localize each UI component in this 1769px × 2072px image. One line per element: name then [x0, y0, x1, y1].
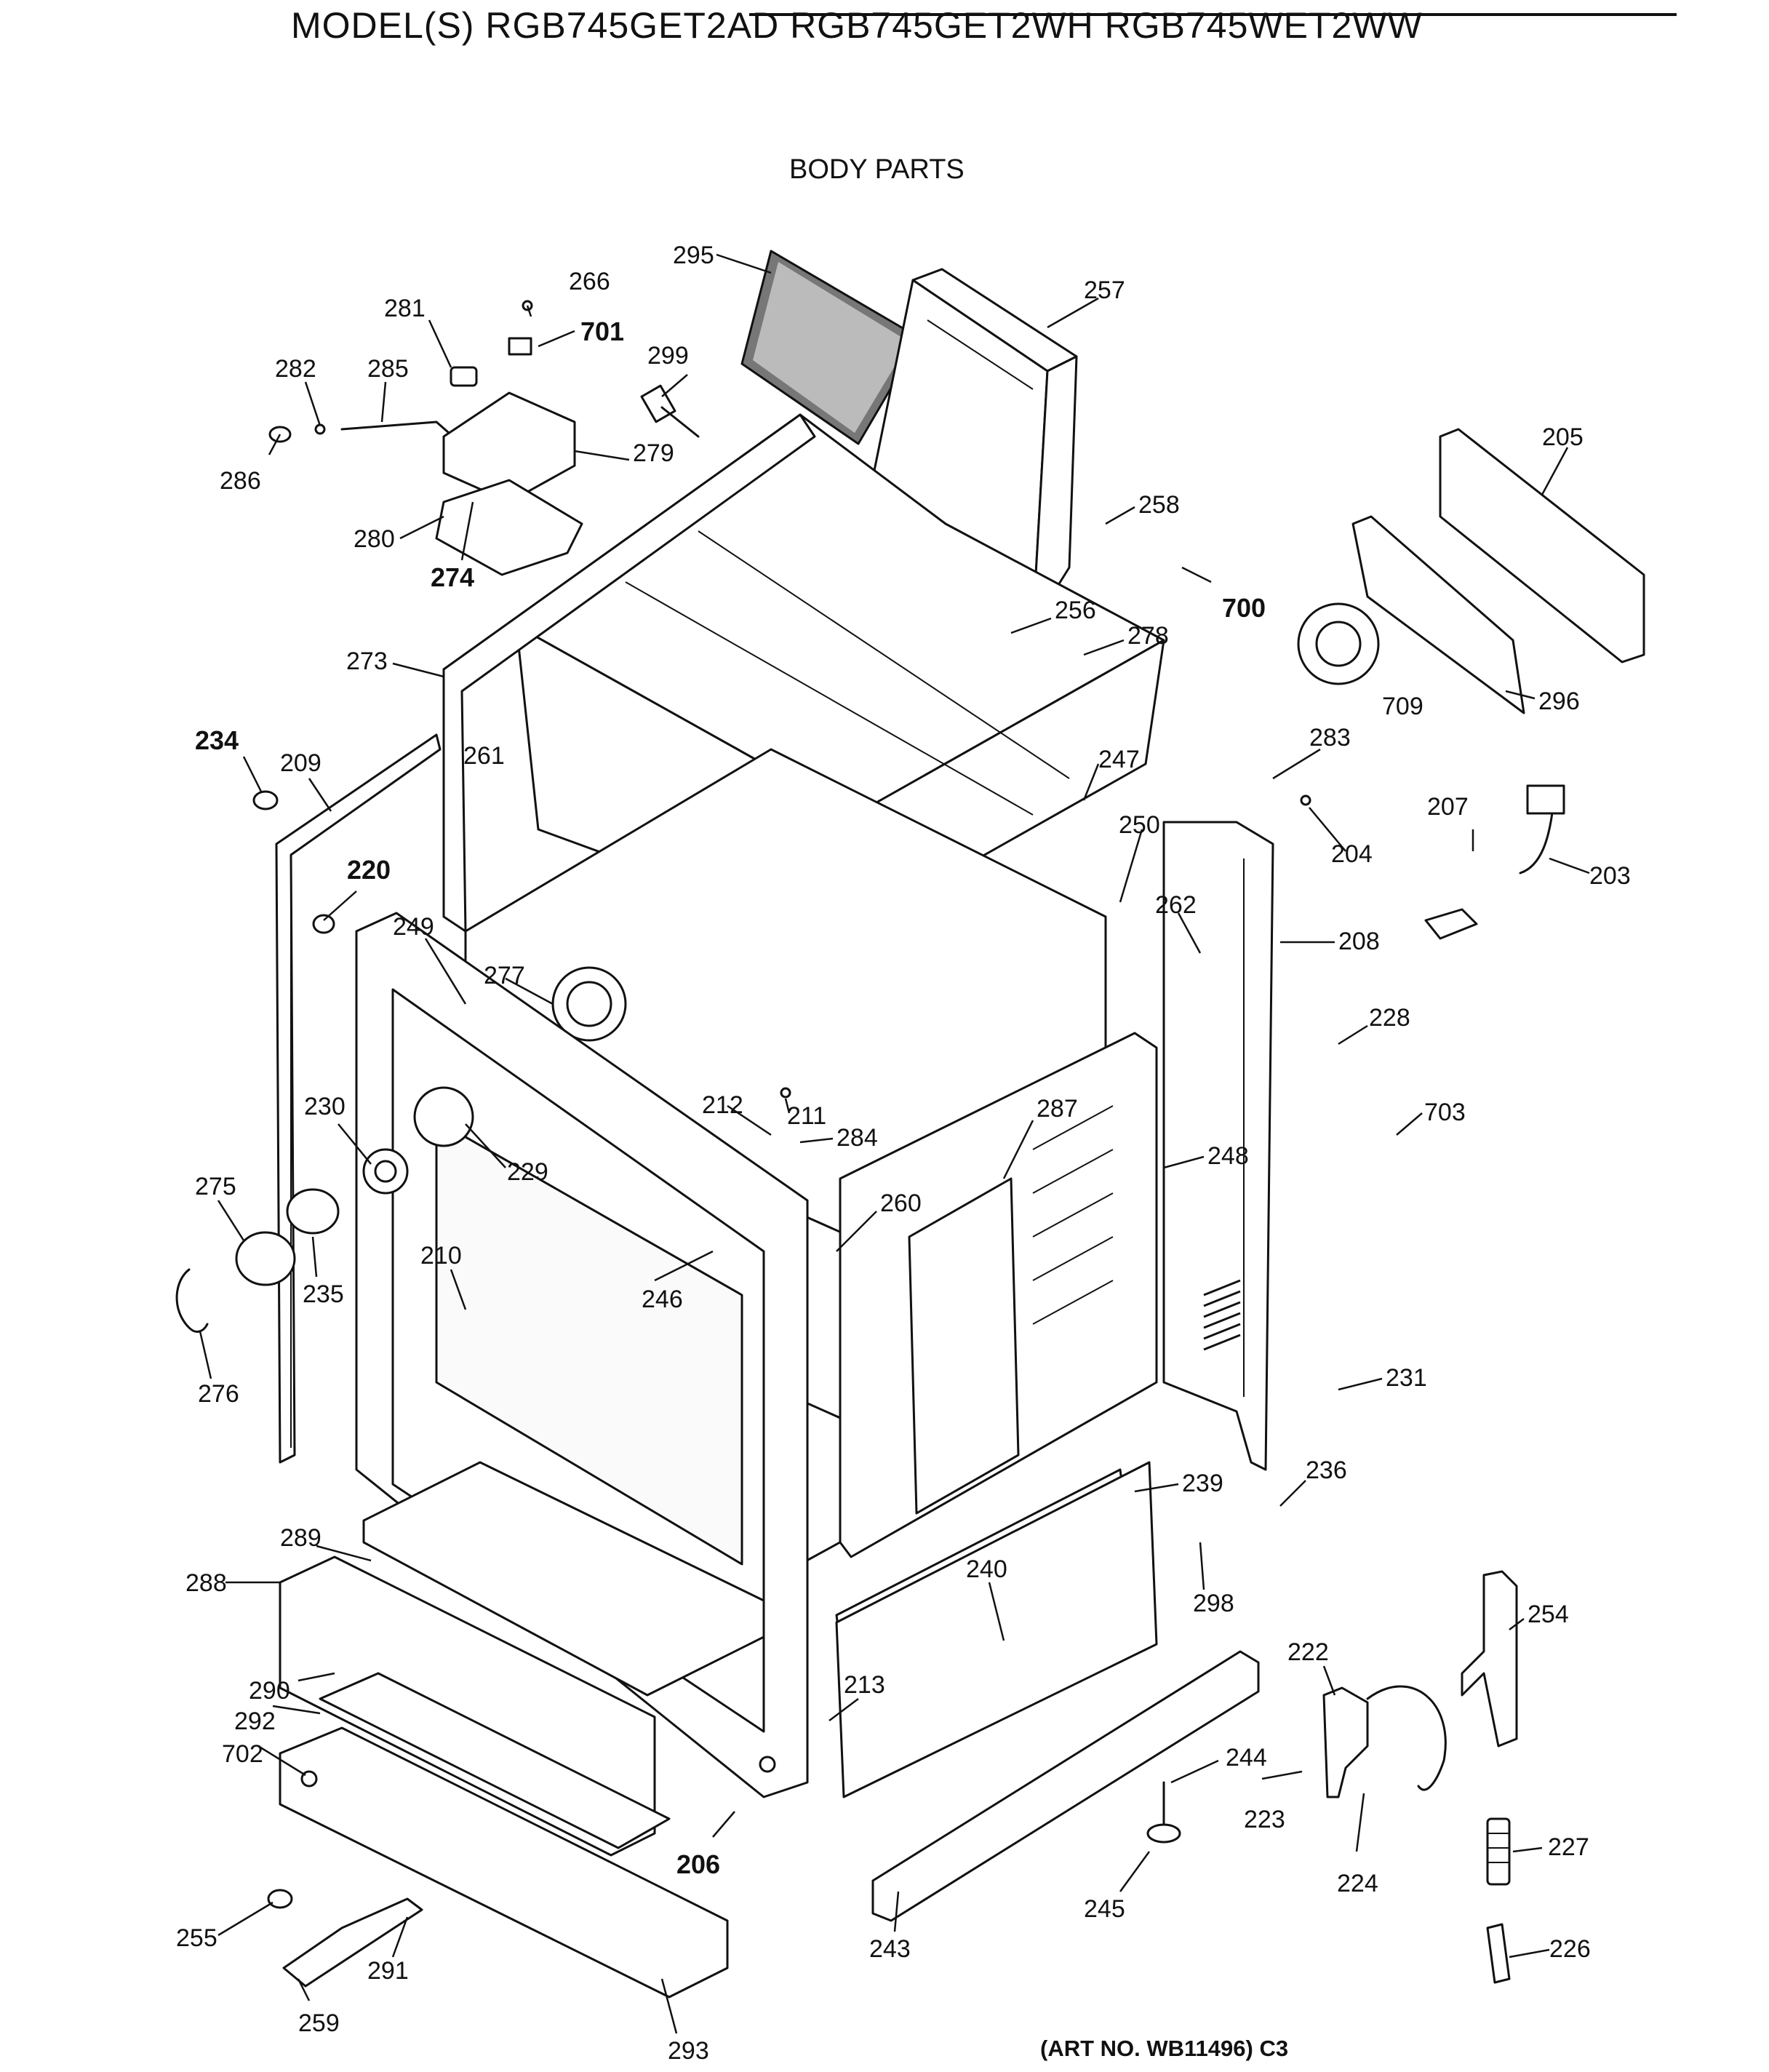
callout-228: 228 [1369, 1004, 1410, 1032]
callout-256: 256 [1055, 597, 1096, 624]
callout-261: 261 [463, 742, 505, 770]
callout-262: 262 [1155, 891, 1197, 919]
left-side-shield [275, 733, 442, 1464]
callout-231: 231 [1386, 1364, 1427, 1392]
callout-286: 286 [220, 467, 261, 495]
callout-299: 299 [647, 342, 689, 370]
callout-209: 209 [280, 749, 322, 777]
callout-255: 255 [176, 1924, 217, 1952]
callout-235: 235 [303, 1280, 344, 1308]
callout-701: 701 [580, 316, 624, 346]
callout-257: 257 [1084, 276, 1125, 304]
callout-289: 289 [280, 1524, 322, 1552]
callout-278: 278 [1127, 622, 1169, 650]
callout-243: 243 [869, 1935, 911, 1963]
callout-204: 204 [1331, 840, 1373, 868]
callout-206: 206 [676, 1849, 720, 1879]
lower-rear-brace [835, 1461, 1158, 1798]
header-rule [749, 13, 1677, 16]
oven-light-assembly [175, 1086, 474, 1333]
clips-and-fasteners [252, 790, 1311, 1909]
callout-283: 283 [1309, 724, 1351, 752]
callout-700: 700 [1222, 593, 1266, 623]
callout-207: 207 [1427, 793, 1469, 821]
callout-234: 234 [195, 725, 239, 755]
callout-240: 240 [966, 1555, 1007, 1583]
art-number: (ART NO. WB11496) C3 [1040, 2036, 1289, 2061]
callout-298: 298 [1193, 1590, 1234, 1617]
callout-295: 295 [673, 242, 714, 269]
callout-266: 266 [569, 268, 610, 295]
callout-293: 293 [668, 2037, 709, 2065]
rear-panel [839, 1032, 1158, 1558]
leader-lines [199, 253, 1590, 2034]
callout-205: 205 [1542, 423, 1584, 451]
callout-212: 212 [702, 1091, 743, 1119]
insulation-blanket [740, 250, 922, 445]
callout-285: 285 [367, 355, 409, 383]
door-hinge-assembly [1322, 1570, 1518, 1798]
callout-259: 259 [298, 2009, 340, 2037]
callout-213: 213 [844, 1671, 885, 1699]
callout-702: 702 [222, 1740, 263, 1768]
callout-274: 274 [431, 562, 474, 592]
callout-290: 290 [249, 1677, 290, 1705]
callout-246: 246 [642, 1286, 683, 1313]
callout-208: 208 [1338, 928, 1380, 955]
callout-282: 282 [275, 355, 316, 383]
callout-709: 709 [1382, 693, 1423, 720]
kick-panel-rail [871, 1650, 1260, 1922]
callout-277: 277 [484, 962, 525, 989]
callout-245: 245 [1084, 1895, 1125, 1923]
callout-244: 244 [1226, 1744, 1267, 1772]
callout-287: 287 [1037, 1095, 1078, 1123]
callout-279: 279 [633, 439, 674, 467]
callout-281: 281 [384, 295, 426, 322]
diagram-subtitle: BODY PARTS [789, 154, 965, 185]
callout-203: 203 [1589, 862, 1631, 890]
callout-275: 275 [195, 1173, 236, 1200]
left-side-panel [442, 413, 816, 933]
hinge-spring [1486, 1817, 1511, 1984]
callout-211: 211 [787, 1102, 826, 1130]
callout-labels: 295 266 281 701 257 299 282 285 279 286 … [176, 242, 1631, 2065]
callout-229: 229 [507, 1158, 548, 1186]
right-side-panel [1162, 821, 1274, 1471]
leveling-leg [1146, 1781, 1181, 1844]
callout-288: 288 [185, 1569, 227, 1597]
callout-248: 248 [1207, 1142, 1249, 1170]
callout-239: 239 [1182, 1470, 1223, 1497]
page-title: MODEL(S) RGB745GET2AD RGB745GET2WH RGB74… [291, 5, 1423, 46]
callout-249: 249 [393, 913, 434, 941]
burner-fan-ring [1297, 602, 1380, 685]
power-cord [1424, 784, 1565, 940]
callout-254: 254 [1528, 1601, 1569, 1628]
broiler-drawer [279, 1461, 765, 1999]
callout-226: 226 [1549, 1935, 1591, 1963]
callout-296: 296 [1538, 688, 1580, 715]
callout-273: 273 [346, 648, 388, 675]
callout-220: 220 [347, 855, 391, 885]
callout-250: 250 [1119, 811, 1160, 839]
callout-223: 223 [1244, 1806, 1285, 1833]
callout-280: 280 [354, 525, 395, 553]
callout-210: 210 [420, 1242, 462, 1270]
callout-292: 292 [234, 1708, 276, 1735]
callout-260: 260 [880, 1190, 922, 1217]
callout-291: 291 [367, 1957, 409, 1985]
callout-227: 227 [1548, 1833, 1589, 1861]
callout-247: 247 [1098, 746, 1140, 773]
callout-284: 284 [836, 1124, 878, 1152]
callout-258: 258 [1138, 491, 1180, 519]
callout-276: 276 [198, 1380, 239, 1408]
callout-230: 230 [304, 1093, 346, 1120]
burner-box-cover [1351, 428, 1645, 714]
callout-703: 703 [1424, 1099, 1466, 1126]
callout-224: 224 [1337, 1870, 1378, 1897]
callout-236: 236 [1306, 1457, 1347, 1484]
callout-222: 222 [1287, 1638, 1329, 1666]
